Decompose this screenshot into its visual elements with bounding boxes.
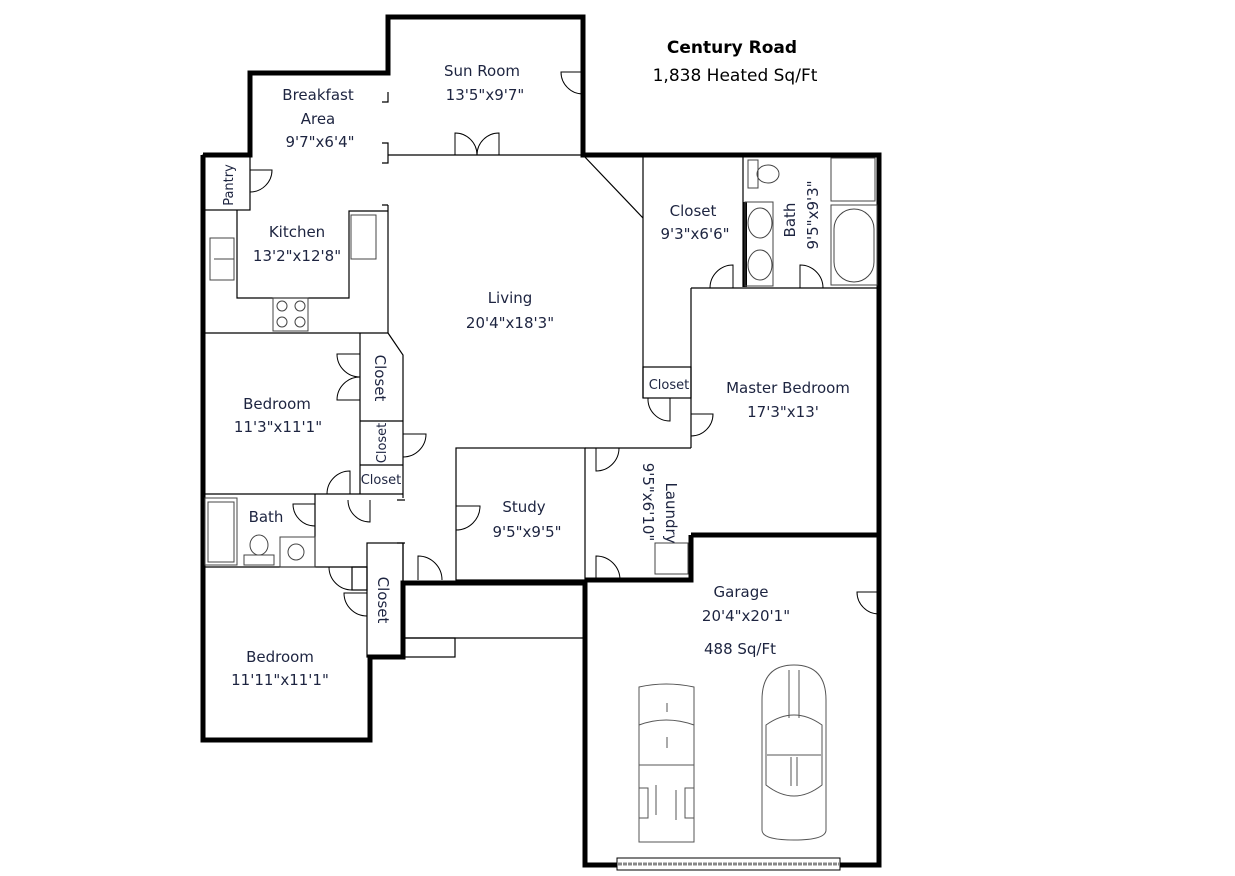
breakfast-size: 9'7"x6'4": [285, 133, 354, 151]
doors: [249, 71, 880, 617]
car-icon: [761, 664, 827, 841]
closet-b2-label: Closet: [374, 577, 392, 624]
kitchen-size: 13'2"x12'8": [253, 247, 341, 265]
heated-sqft: 1,838 Heated Sq/Ft: [653, 66, 818, 86]
toilet-icon: [243, 534, 275, 566]
bathtub-icon: [830, 204, 878, 286]
living-size: 20'4"x18'3": [466, 314, 554, 332]
bedroom1-label: Bedroom: [243, 395, 311, 413]
sun-room-size: 13'5"x9'7": [446, 86, 525, 104]
laundry-label: Laundry: [662, 482, 680, 543]
small-closet-label: Closet: [649, 378, 690, 393]
bedroom2-label: Bedroom: [246, 648, 314, 666]
interior-walls: [202, 92, 879, 658]
breakfast-label-2: Area: [301, 110, 336, 128]
garage-door-icon: [616, 857, 841, 871]
toilet-icon: [747, 159, 780, 189]
closet-label: Closet: [670, 202, 717, 220]
truck-icon: [638, 683, 695, 843]
sun-room-label: Sun Room: [444, 62, 520, 80]
shower-icon: [830, 157, 876, 202]
garage-size: 20'4"x20'1": [702, 607, 790, 625]
garage-label: Garage: [714, 583, 769, 601]
sink-icon: [279, 536, 316, 568]
closet-b1a-label: Closet: [371, 355, 389, 402]
refrigerator-icon: [350, 214, 377, 260]
fixtures: [204, 157, 878, 871]
breakfast-label-1: Breakfast: [282, 86, 354, 104]
closet-b1c-label: Closet: [361, 473, 402, 488]
laundry-sink-icon: [654, 542, 689, 575]
stove-icon: [272, 297, 309, 332]
closet-b1b-label: Closet: [375, 423, 390, 464]
double-vanity-icon: [744, 201, 774, 287]
bedroom1-size: 11'3"x11'1": [234, 418, 322, 436]
garage-area: 488 Sq/Ft: [704, 640, 776, 658]
bathtub-icon: [204, 497, 238, 566]
living-label: Living: [488, 289, 533, 307]
study-size: 9'5"x9'5": [492, 523, 561, 541]
master-bedroom-size: 17'3"x13': [747, 403, 819, 421]
plan-title: Century Road: [667, 38, 797, 58]
laundry-size: 9'5"x6'10": [639, 463, 657, 542]
bath-label: Bath: [249, 508, 284, 526]
bedroom2-size: 11'11"x11'1": [231, 671, 329, 689]
master-bath-size: 9'5"x9'3": [804, 180, 822, 249]
study-label: Study: [502, 498, 545, 516]
kitchen-label: Kitchen: [269, 223, 325, 241]
closet-size: 9'3"x6'6": [660, 225, 729, 243]
master-bath-label: Bath: [781, 203, 799, 238]
pantry-label: Pantry: [222, 164, 237, 206]
master-bedroom-label: Master Bedroom: [726, 379, 850, 397]
